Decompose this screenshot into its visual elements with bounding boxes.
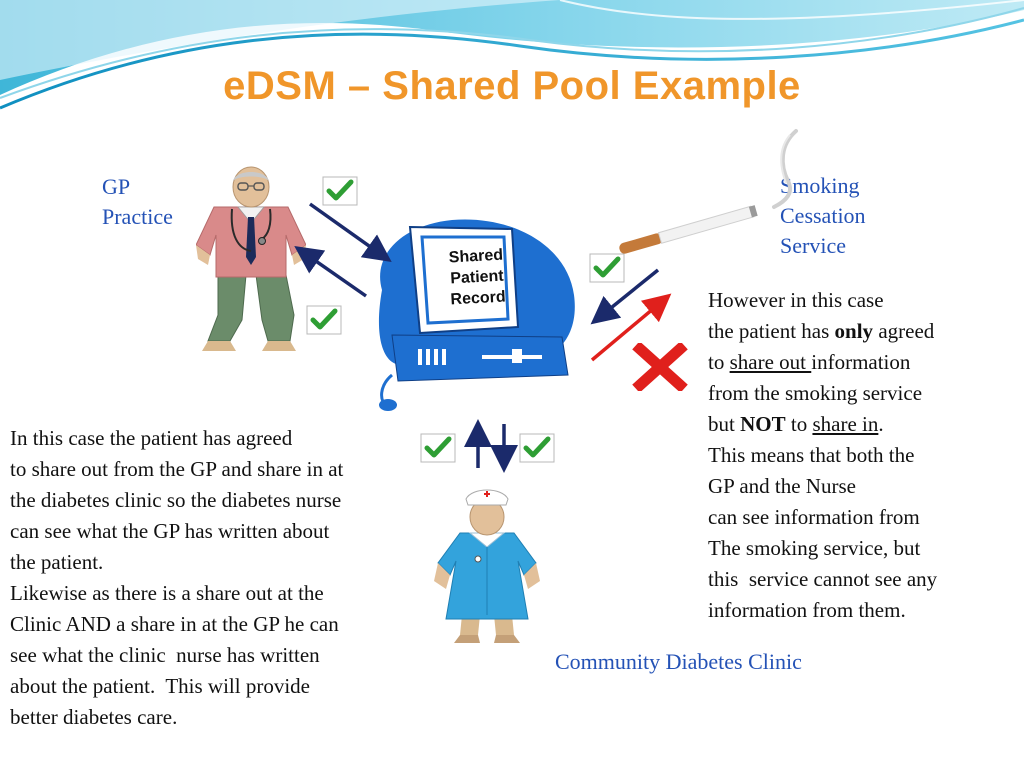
text-span: . xyxy=(878,412,884,436)
computer-icon xyxy=(378,219,575,411)
right-text-line: GP and the Nurse xyxy=(708,474,856,498)
community-clinic-label: Community Diabetes Clinic xyxy=(555,649,802,674)
emphasis-not: NOT xyxy=(740,412,786,436)
left-text-line: In this case the patient has agreed xyxy=(10,426,293,450)
gp-label-line-2: Practice xyxy=(102,204,173,229)
smoking-label-line-1: Smoking xyxy=(780,173,860,198)
arrow-gp-to-record xyxy=(308,202,392,263)
checkmark-icon xyxy=(589,253,625,288)
right-text-line: However in this case xyxy=(708,288,884,312)
right-text-line: information from them. xyxy=(708,598,906,622)
text-span: but xyxy=(708,412,741,436)
text-span: to xyxy=(708,350,730,374)
smoking-service-label: Smoking Cessation Service xyxy=(780,171,866,261)
left-text-line: to share out from the GP and share in at xyxy=(10,457,344,481)
right-text-line: from the smoking service xyxy=(708,381,923,405)
arrow-smoking-to-record xyxy=(590,268,660,325)
checkmark-icon xyxy=(322,176,358,211)
left-text-line: Clinic AND a share in at the GP he can xyxy=(10,612,339,636)
checkmark-icon xyxy=(519,433,555,468)
cigarette-icon xyxy=(619,129,798,254)
right-text-line: can see information from xyxy=(708,505,920,529)
right-text-line: The smoking service, but xyxy=(708,536,921,560)
right-text-line: this service cannot see any xyxy=(708,567,938,591)
right-text-line: but NOT to share in. xyxy=(708,409,1020,440)
right-text-line: to share out information xyxy=(708,347,1020,378)
cross-icon xyxy=(632,341,688,396)
right-text-line: the patient has only agreed xyxy=(708,316,1020,347)
slide-title: eDSM – Shared Pool Example xyxy=(223,64,801,108)
checkmark-icon xyxy=(306,305,342,340)
arrow-record-to-gp xyxy=(294,245,368,298)
header-wave-decoration xyxy=(0,0,1024,110)
left-text-line: can see what the GP has written about xyxy=(10,519,330,543)
right-explanation-text: However in this case the patient has onl… xyxy=(708,285,1020,626)
emphasis-only: only xyxy=(834,319,874,343)
left-text-line: Likewise as there is a share out at the xyxy=(10,581,324,605)
right-text-line: This means that both the xyxy=(708,443,915,467)
left-text-line: about the patient. This will provide xyxy=(10,674,310,698)
gp-label-line-1: GP xyxy=(102,174,131,199)
left-explanation-text: In this case the patient has agreed to s… xyxy=(10,423,450,733)
smoking-label-line-3: Service xyxy=(780,233,846,258)
text-span: agreed xyxy=(873,319,935,343)
text-span: to xyxy=(785,412,813,436)
text-span: information xyxy=(811,350,911,374)
text-span: the patient has xyxy=(708,319,835,343)
left-text-line: the patient. xyxy=(10,550,104,574)
left-text-line: better diabetes care. xyxy=(10,705,178,729)
underlined-share-in: share in xyxy=(812,412,879,436)
arrow-record-to-smoking xyxy=(590,293,672,362)
checkmark-icon xyxy=(420,433,456,468)
underlined-share-out: share out xyxy=(729,350,812,374)
smoking-label-line-2: Cessation xyxy=(780,203,866,228)
left-text-line: the diabetes clinic so the diabetes nurs… xyxy=(10,488,342,512)
gp-practice-label: GP Practice xyxy=(102,172,173,232)
left-text-line: see what the clinic nurse has written xyxy=(10,643,320,667)
nurse-icon xyxy=(434,489,540,643)
